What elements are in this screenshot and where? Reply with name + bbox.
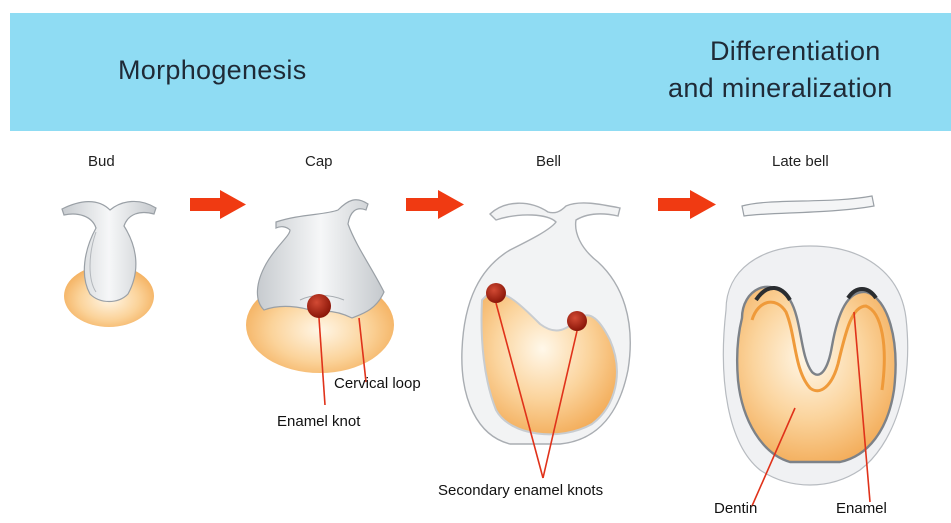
arrow-2-icon (406, 190, 464, 219)
bud-stage-illustration (62, 201, 156, 327)
secondary-knot-dot-1 (486, 283, 506, 303)
secondary-enamel-knots-label: Secondary enamel knots (438, 482, 603, 499)
arrow-1-icon (190, 190, 246, 219)
enamel-knot-label: Enamel knot (277, 413, 360, 430)
cervical-loop-label: Cervical loop (334, 375, 421, 392)
dentin-label: Dentin (714, 500, 757, 517)
enamel-label: Enamel (836, 500, 887, 517)
late-bell-stage-illustration (723, 196, 907, 506)
enamel-knot-dot (307, 294, 331, 318)
bell-stage-illustration (462, 203, 630, 478)
secondary-knot-dot-2 (567, 311, 587, 331)
arrow-3-icon (658, 190, 716, 219)
